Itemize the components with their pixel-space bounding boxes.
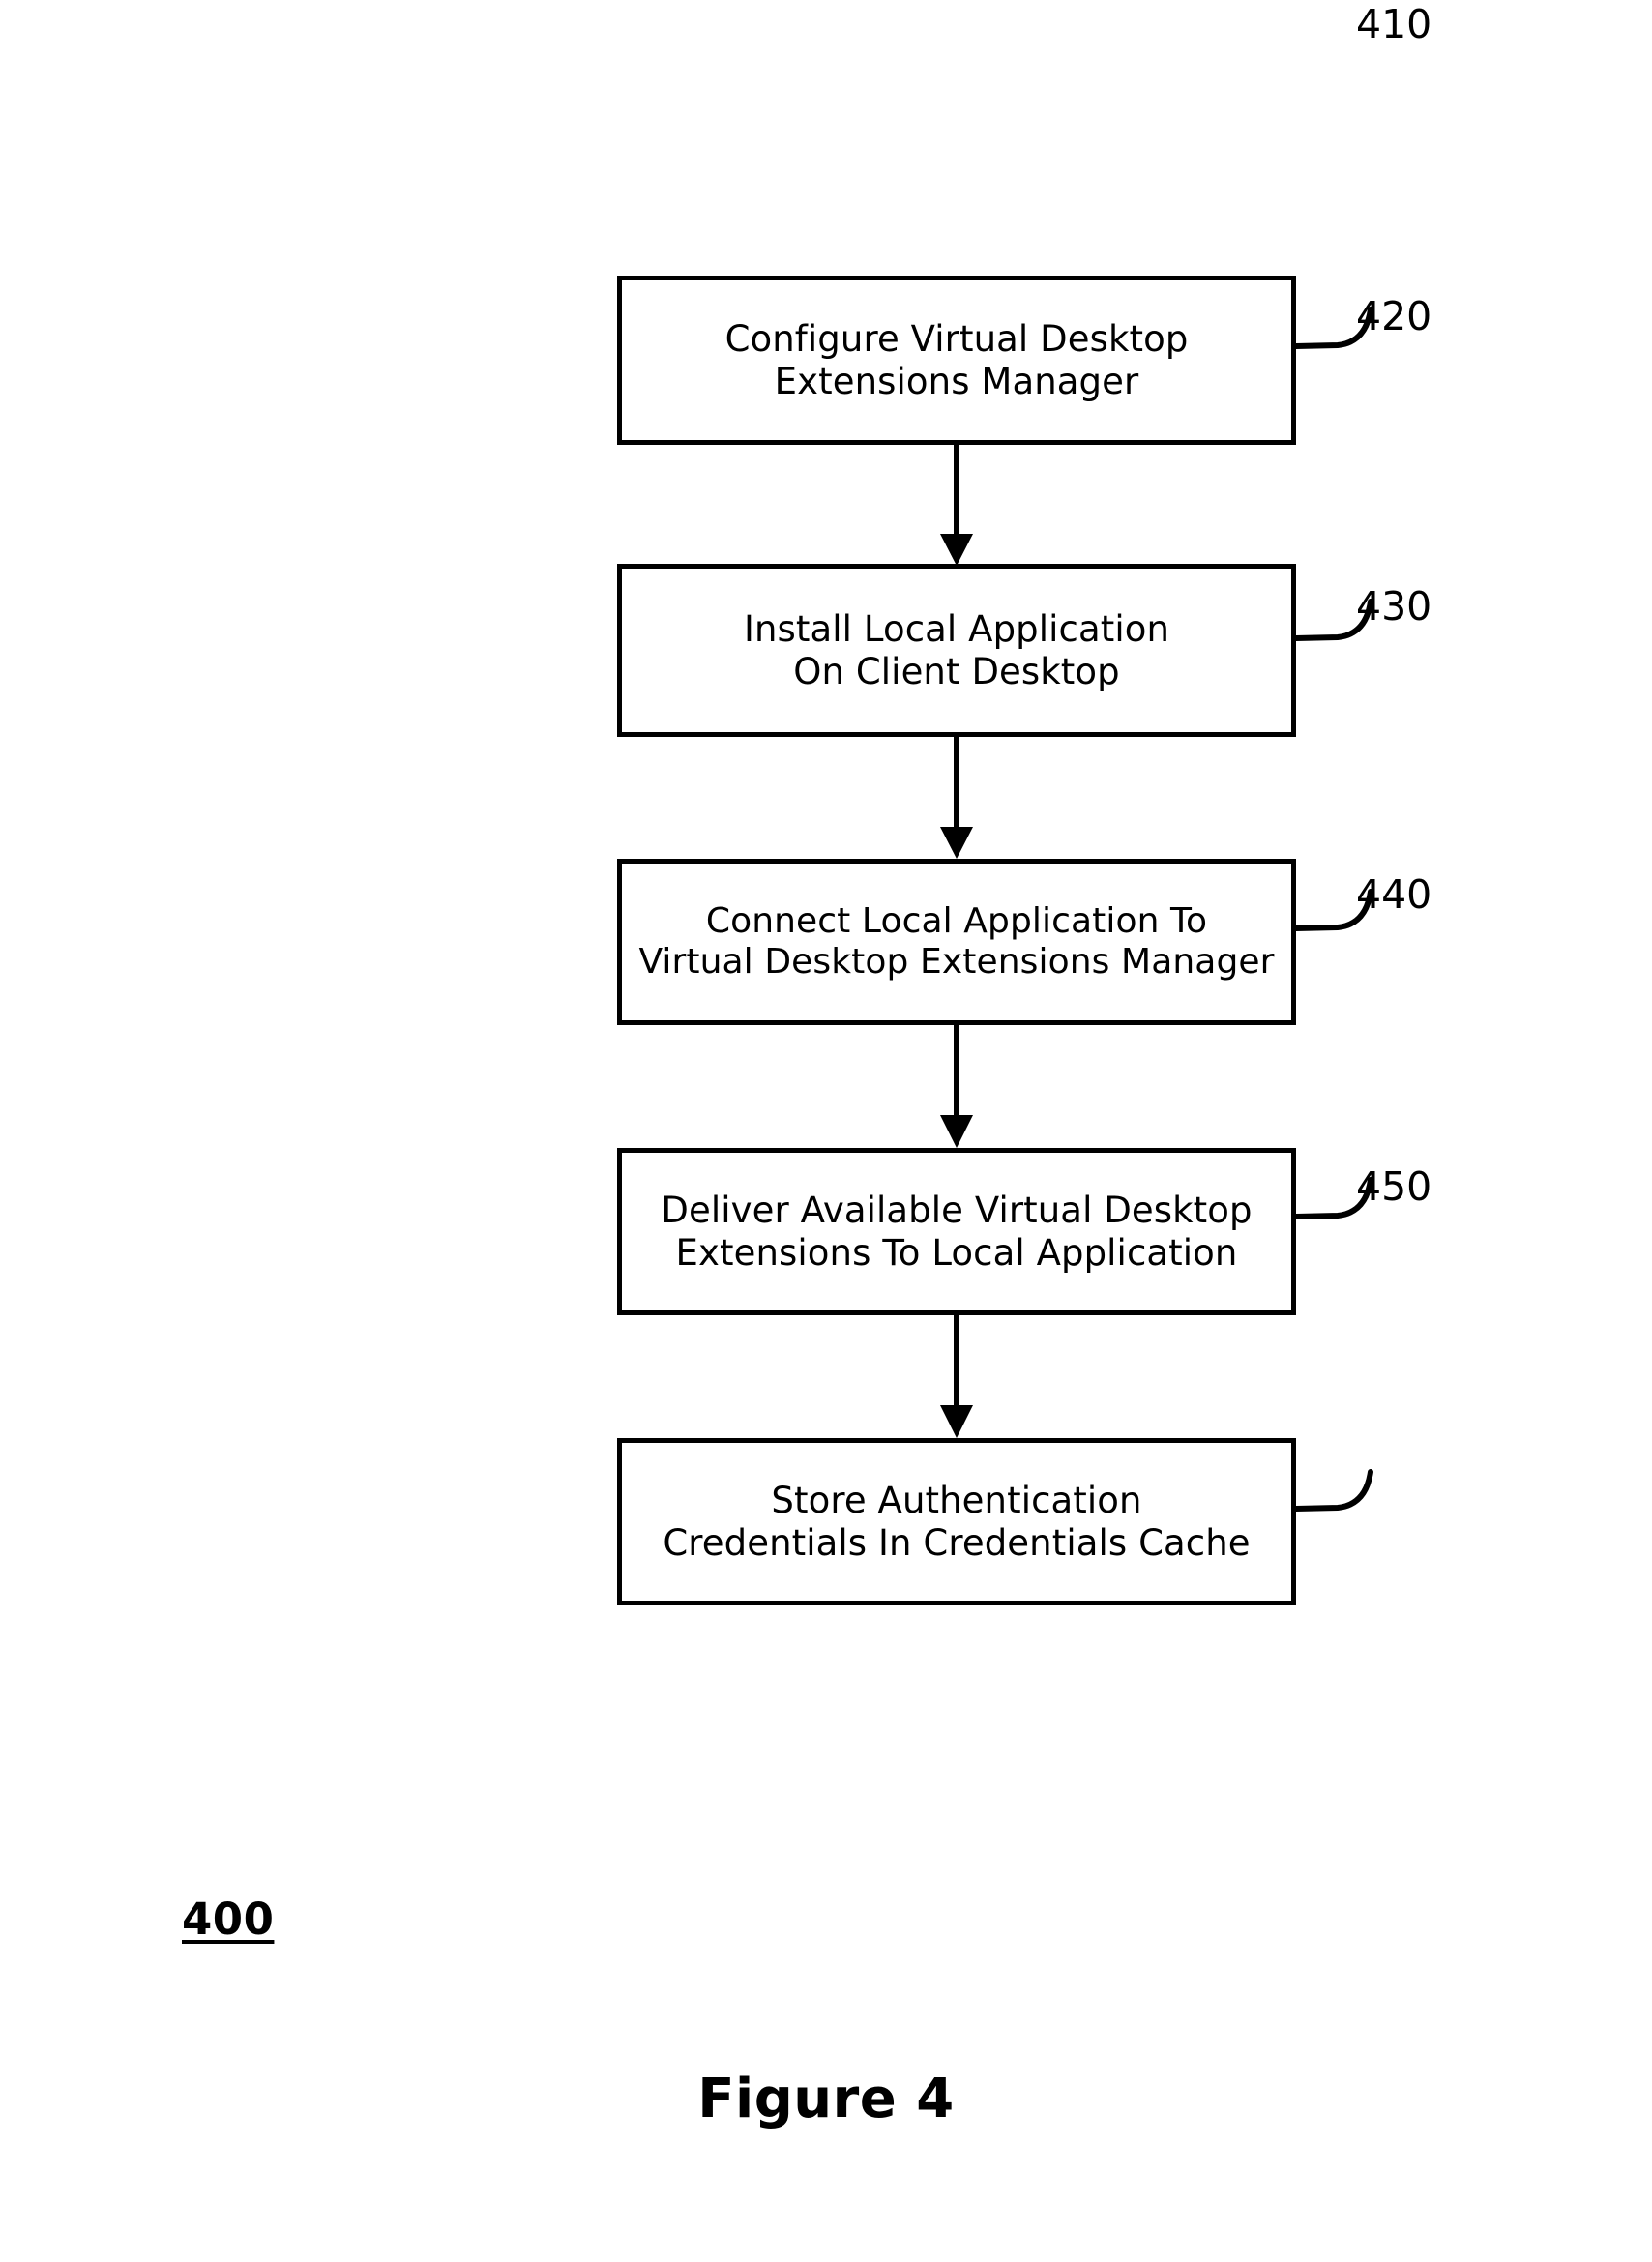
flowchart-step-450-label: Store Authentication Credentials In Cred… bbox=[663, 1479, 1251, 1564]
leader-line-450 bbox=[1293, 1469, 1373, 1512]
figure-caption: Figure 4 bbox=[697, 2068, 955, 2130]
figure-reference-number: 400 bbox=[182, 1894, 275, 1945]
flowchart-step-430: Connect Local Application To Virtual Des… bbox=[617, 859, 1296, 1025]
reference-numeral-450: 450 bbox=[1356, 1163, 1432, 1210]
connector-arrow-410-420 bbox=[940, 445, 973, 566]
flowchart-step-430-label: Connect Local Application To Virtual Des… bbox=[638, 900, 1275, 982]
connector-arrow-430-440 bbox=[940, 1025, 973, 1148]
connector-arrow-420-430 bbox=[940, 737, 973, 859]
reference-numeral-430: 430 bbox=[1356, 583, 1432, 630]
flowchart-step-420-label: Install Local Application On Client Desk… bbox=[743, 607, 1170, 692]
flowchart-step-410: Configure Virtual Desktop Extensions Man… bbox=[617, 276, 1296, 445]
flowchart-step-450: Store Authentication Credentials In Cred… bbox=[617, 1438, 1296, 1605]
reference-numeral-420: 420 bbox=[1356, 293, 1432, 339]
reference-numeral-410: 410 bbox=[1356, 1, 1432, 47]
flowchart-step-420: Install Local Application On Client Desk… bbox=[617, 564, 1296, 737]
connector-arrow-440-450 bbox=[940, 1315, 973, 1438]
flowchart-step-410-label: Configure Virtual Desktop Extensions Man… bbox=[724, 317, 1189, 402]
reference-numeral-440: 440 bbox=[1356, 871, 1432, 918]
flowchart-step-440-label: Deliver Available Virtual Desktop Extens… bbox=[661, 1189, 1253, 1274]
flowchart-step-440: Deliver Available Virtual Desktop Extens… bbox=[617, 1148, 1296, 1315]
